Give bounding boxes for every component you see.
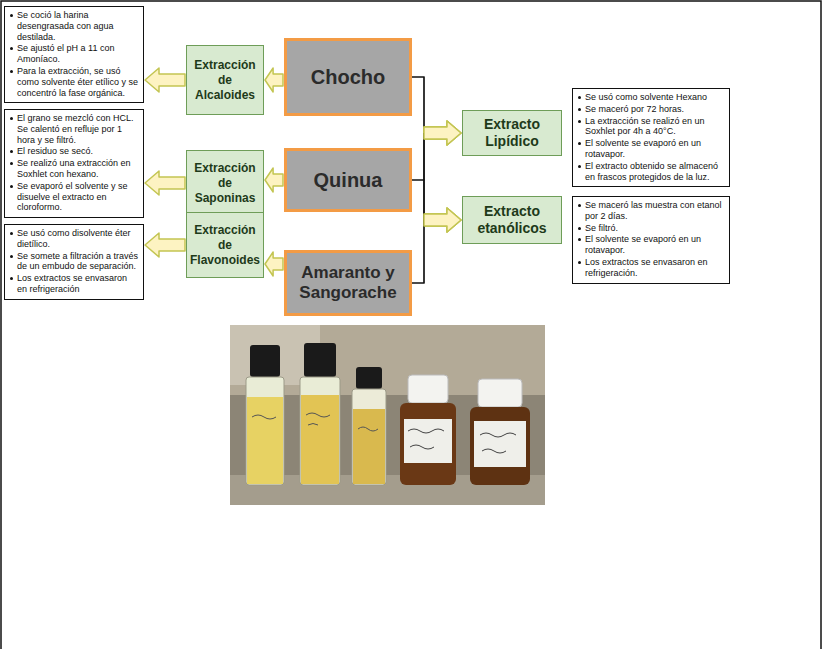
block-arrow — [424, 121, 461, 145]
grain-box: Quinua — [284, 148, 412, 212]
label-group: Extracción de Flavonoides — [190, 223, 260, 268]
procedure-box: Se maceró las muestra con etanol por 2 d… — [572, 196, 730, 284]
flow-arrow — [145, 233, 185, 257]
bracket-line — [412, 180, 424, 220]
label-group: Chocho — [311, 65, 385, 89]
bullet-text: Se filtró. — [576, 223, 725, 234]
bullet-text: El residuo se secó. — [8, 146, 139, 157]
bottle-2 — [300, 343, 340, 485]
block-arrow — [424, 208, 461, 232]
procedure-box: Se usó como solvente HexanoSe maceró por… — [572, 88, 730, 187]
bullet-text: Se maceró por 72 horas. — [576, 104, 725, 115]
label-group: Amaranto y Sangorache — [291, 263, 405, 304]
flow-arrow — [412, 77, 461, 145]
bullet-text: El extracto obtenido se almacenó en fras… — [576, 161, 725, 183]
bottle-4 — [400, 375, 456, 485]
bottles-photo — [230, 325, 545, 505]
procedure-box: El grano se mezcló con HCL. Se calentó e… — [4, 109, 144, 218]
block-arrow — [424, 121, 461, 145]
block-arrow — [145, 233, 185, 257]
bracket-line — [412, 77, 424, 220]
bullet-text: El grano se mezcló con HCL. Se calentó e… — [8, 113, 139, 145]
bullet-text: Se realizó una extracción en Soxhlet con… — [8, 158, 139, 180]
block-arrow — [424, 208, 461, 232]
bullet-text: La extracción se realizó en un Soxhlet p… — [576, 116, 725, 138]
bullet-text: Los extractos se envasaron en refrigerac… — [8, 273, 139, 295]
flow-arrow — [145, 171, 185, 195]
box-label: Extracto etanólicos — [466, 203, 558, 237]
bullet-text: Se coció la harina desengrasada con agua… — [8, 10, 139, 42]
grain-box: Chocho — [284, 38, 412, 116]
bottle-5 — [470, 379, 530, 485]
label-group: Quinua — [314, 168, 383, 192]
bullet-text: El solvente se evaporó en un rotavapor. — [576, 234, 725, 256]
label-group: Extracto etanólicos — [466, 203, 558, 237]
box-label: Extracción de Alcaloides — [190, 58, 260, 103]
flow-arrow — [412, 180, 461, 232]
grain-box: Amaranto y Sangorache — [284, 250, 412, 316]
extraction-box: Extracción de Flavonoides — [186, 212, 264, 278]
procedure-box: Se usó como disolvente éter dietílico.Se… — [4, 224, 144, 300]
flow-arrow — [412, 121, 461, 180]
block-arrow — [424, 208, 461, 232]
box-label: Amaranto y Sangorache — [291, 263, 405, 304]
bullet-text: Se ajustó el pH a 11 con Amoníaco. — [8, 43, 139, 65]
bracket-line — [412, 220, 424, 283]
block-arrow — [145, 171, 185, 195]
bullet-text: Se usó como disolvente éter dietílico. — [8, 228, 139, 250]
block-arrow — [265, 68, 283, 92]
bullet-text: Se somete a filtración a través de un em… — [8, 251, 139, 273]
flow-arrow — [412, 208, 461, 283]
flow-arrow — [265, 168, 283, 192]
flow-arrow — [145, 68, 185, 92]
bracket-line — [412, 133, 424, 283]
box-label: Extracción de Flavonoides — [190, 223, 260, 268]
box-label: Extracto Lipídico — [466, 116, 558, 150]
label-group: Extracción de Alcaloides — [190, 58, 260, 103]
extract-box: Extracto Lipídico — [462, 110, 562, 156]
bullet-text: Se evaporó el solvente y se disuelve el … — [8, 181, 139, 213]
photo-ground — [230, 325, 545, 505]
extraction-box: Extracción de Alcaloides — [186, 45, 264, 115]
bottle-3 — [352, 367, 386, 485]
bottle-1 — [246, 345, 284, 485]
extract-box: Extracto etanólicos — [462, 196, 562, 244]
label-group: Extracto Lipídico — [466, 116, 558, 150]
flow-arrow — [412, 77, 461, 232]
box-label: Chocho — [311, 65, 385, 89]
block-arrow — [145, 68, 185, 92]
bullet-text: Los extractos se envasaron en refrigerac… — [576, 257, 725, 279]
flow-arrow — [412, 121, 461, 283]
block-arrow — [424, 121, 461, 145]
box-label: Extracción de Saponinas — [190, 161, 260, 206]
bracket-line — [412, 133, 424, 180]
bullet-text: Para la extracción, se usó como solvente… — [8, 66, 139, 98]
block-arrow — [265, 168, 283, 192]
block-arrow — [265, 252, 283, 276]
bullet-text: Se maceró las muestra con etanol por 2 d… — [576, 200, 725, 222]
extraction-box: Extracción de Saponinas — [186, 150, 264, 216]
procedure-box: Se coció la harina desengrasada con agua… — [4, 6, 144, 103]
flow-arrow — [265, 252, 283, 276]
bullet-text: Se usó como solvente Hexano — [576, 92, 725, 103]
box-label: Quinua — [314, 168, 383, 192]
bracket-line — [412, 77, 424, 133]
bullet-text: El solvente se evaporó en un rotavapor. — [576, 138, 725, 160]
flow-arrow — [265, 68, 283, 92]
label-group: Extracción de Saponinas — [190, 161, 260, 206]
